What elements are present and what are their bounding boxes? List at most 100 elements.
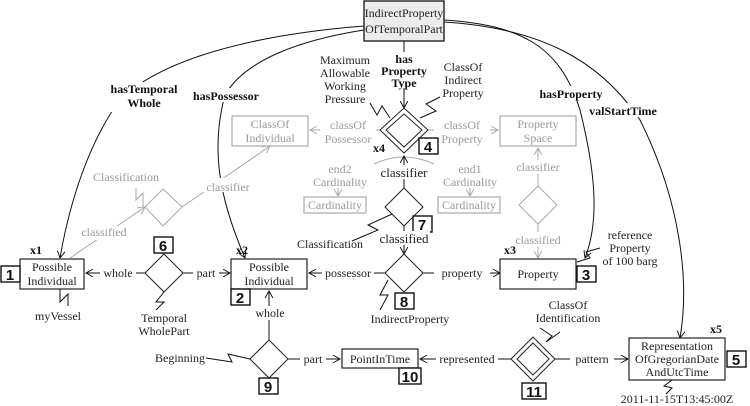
temporal-whole-part-name-1: Temporal [141,311,187,325]
svg-text:8: 8 [400,294,408,311]
svg-text:3: 3 [582,267,590,284]
point-in-time-box[interactable]: PointInTime [341,348,419,369]
part-label-6: part [197,266,216,280]
var-x2: x2 [236,243,248,257]
possible-individual-1-box[interactable]: Possible Individual [19,258,85,290]
my-vessel-label: myVessel [35,309,82,323]
svg-text:7: 7 [418,217,426,234]
svg-text:4: 4 [424,139,433,156]
temporal-whole-part-zigzag [154,291,166,311]
number-badge-3 [576,265,597,283]
end2-cardinality-label-1: end2 [328,162,351,176]
classification-left-name: Classification [93,170,159,184]
class-of-indirect-property-diamond[interactable] [379,107,429,154]
has-property-type-label-3: Type [391,76,417,90]
number-badge-8 [394,292,415,310]
svg-text:Individual: Individual [245,131,295,145]
svg-text:11: 11 [526,384,542,401]
svg-text:Individual: Individual [244,274,294,288]
class-of-property-label-1: classOf [444,118,480,132]
property-3-box[interactable]: Property [499,258,577,290]
end2-cardinality-label-2: Cardinality [313,175,367,189]
var-x4: x4 [373,141,385,155]
number-badge-1 [0,265,21,283]
svg-text:OfGregorianDate: OfGregorianDate [635,352,719,366]
date-value-label: 2011-11-15T13:45:00Z [621,392,733,406]
classification-7-zigzag [351,213,393,242]
reference-property-zigzag [576,247,601,263]
classification-right-classified: classified [515,233,560,247]
svg-text:Property: Property [517,117,558,131]
beginning-name: Beginning [155,351,205,365]
my-vessel-zigzag [59,289,69,306]
reference-property-label-1: reference [608,228,653,242]
class-of-individual-box[interactable]: ClassOf Individual [231,115,309,147]
part-label-9: part [304,352,323,366]
number-badge-11 [521,382,547,400]
classification-right-diamond[interactable] [518,185,558,225]
svg-text:1: 1 [6,267,14,284]
has-possessor-label: hasPossessor [193,89,260,103]
classification-7-name: Classification [297,237,363,251]
cardinality-left-box[interactable]: Cardinality [303,196,367,214]
svg-text:PointInTime: PointInTime [350,352,410,366]
var-x1: x1 [30,243,42,257]
indirect-property-diamond[interactable] [384,253,424,293]
classification-left-classifier: classifier [206,180,249,194]
cardinality-right-box[interactable]: Cardinality [437,196,501,214]
indirect-property-zigzag [379,279,389,311]
has-property-type-label-1: has [395,52,413,66]
svg-text:Possible: Possible [32,260,72,274]
class-of-indirect-property-name-2: Indirect [444,73,482,87]
class-of-identification-name-1: ClassOf [549,298,588,312]
svg-text:Space: Space [524,131,553,145]
mawp-label-1: Maximum [320,53,371,67]
classification-left-diamond[interactable] [144,188,183,227]
representation-5-box[interactable]: Representation OfGregorianDate AndUtcTim… [628,337,726,381]
number-badge-10 [398,367,422,385]
svg-text:5: 5 [732,352,740,369]
represented-label: represented [439,352,494,366]
svg-text:Property: Property [517,267,558,281]
possible-individual-2-box[interactable]: Possible Individual [230,258,308,290]
beginning-zigzag [205,353,251,363]
indirect-property-of-temporal-part-box[interactable]: IndirectProperty OfTemporalPart [363,0,445,42]
classification-7-classified: classified [379,231,429,246]
class-of-possessor-label-1: classOf [330,118,366,132]
mawp-label-4: Pressure [325,92,366,106]
class-of-property-label-2: Property [441,132,482,146]
has-temporal-whole-edge [60,25,365,258]
class-of-indirect-property-name-3: Property [442,86,483,100]
end1-cardinality-label-2: Cardinality [443,175,497,189]
class-of-identification-name-2: Identification [536,311,601,325]
beginning-diamond[interactable] [249,339,289,379]
svg-text:Cardinality: Cardinality [308,198,362,212]
svg-text:AndUtcTime: AndUtcTime [646,365,709,379]
svg-text:Possible: Possible [249,260,289,274]
possessor-label: possessor [325,266,371,280]
svg-text:Individual: Individual [27,274,77,288]
class-of-possessor-label-2: Possessor [325,132,372,146]
has-temporal-whole-label-1: hasTemporal [111,82,179,96]
var-x3: x3 [504,243,516,257]
svg-text:Cardinality: Cardinality [442,198,496,212]
classification-left-classified: classified [81,225,126,239]
mawp-label-2: Allowable [320,66,370,80]
temporal-whole-part-diamond[interactable] [144,253,184,293]
svg-text:2: 2 [236,290,244,307]
class-of-identification-diamond[interactable] [510,336,556,382]
has-property-edge [443,19,595,258]
mawp-label-3: Working [324,79,366,93]
property-space-box[interactable]: Property Space [499,115,577,147]
top-box-line2: OfTemporalPart [365,22,443,36]
mawp-zigzag [369,102,391,119]
svg-text:10: 10 [402,369,419,386]
indirect-property-name: IndirectProperty [371,312,450,326]
temporal-whole-part-name-2: WholePart [138,324,190,338]
has-property-type-label-2: Property [381,64,427,78]
class-of-indirect-property-zigzag [419,96,441,119]
number-badge-2 [230,288,251,306]
number-badge-6 [153,236,174,254]
number-badge-4 [418,137,439,155]
